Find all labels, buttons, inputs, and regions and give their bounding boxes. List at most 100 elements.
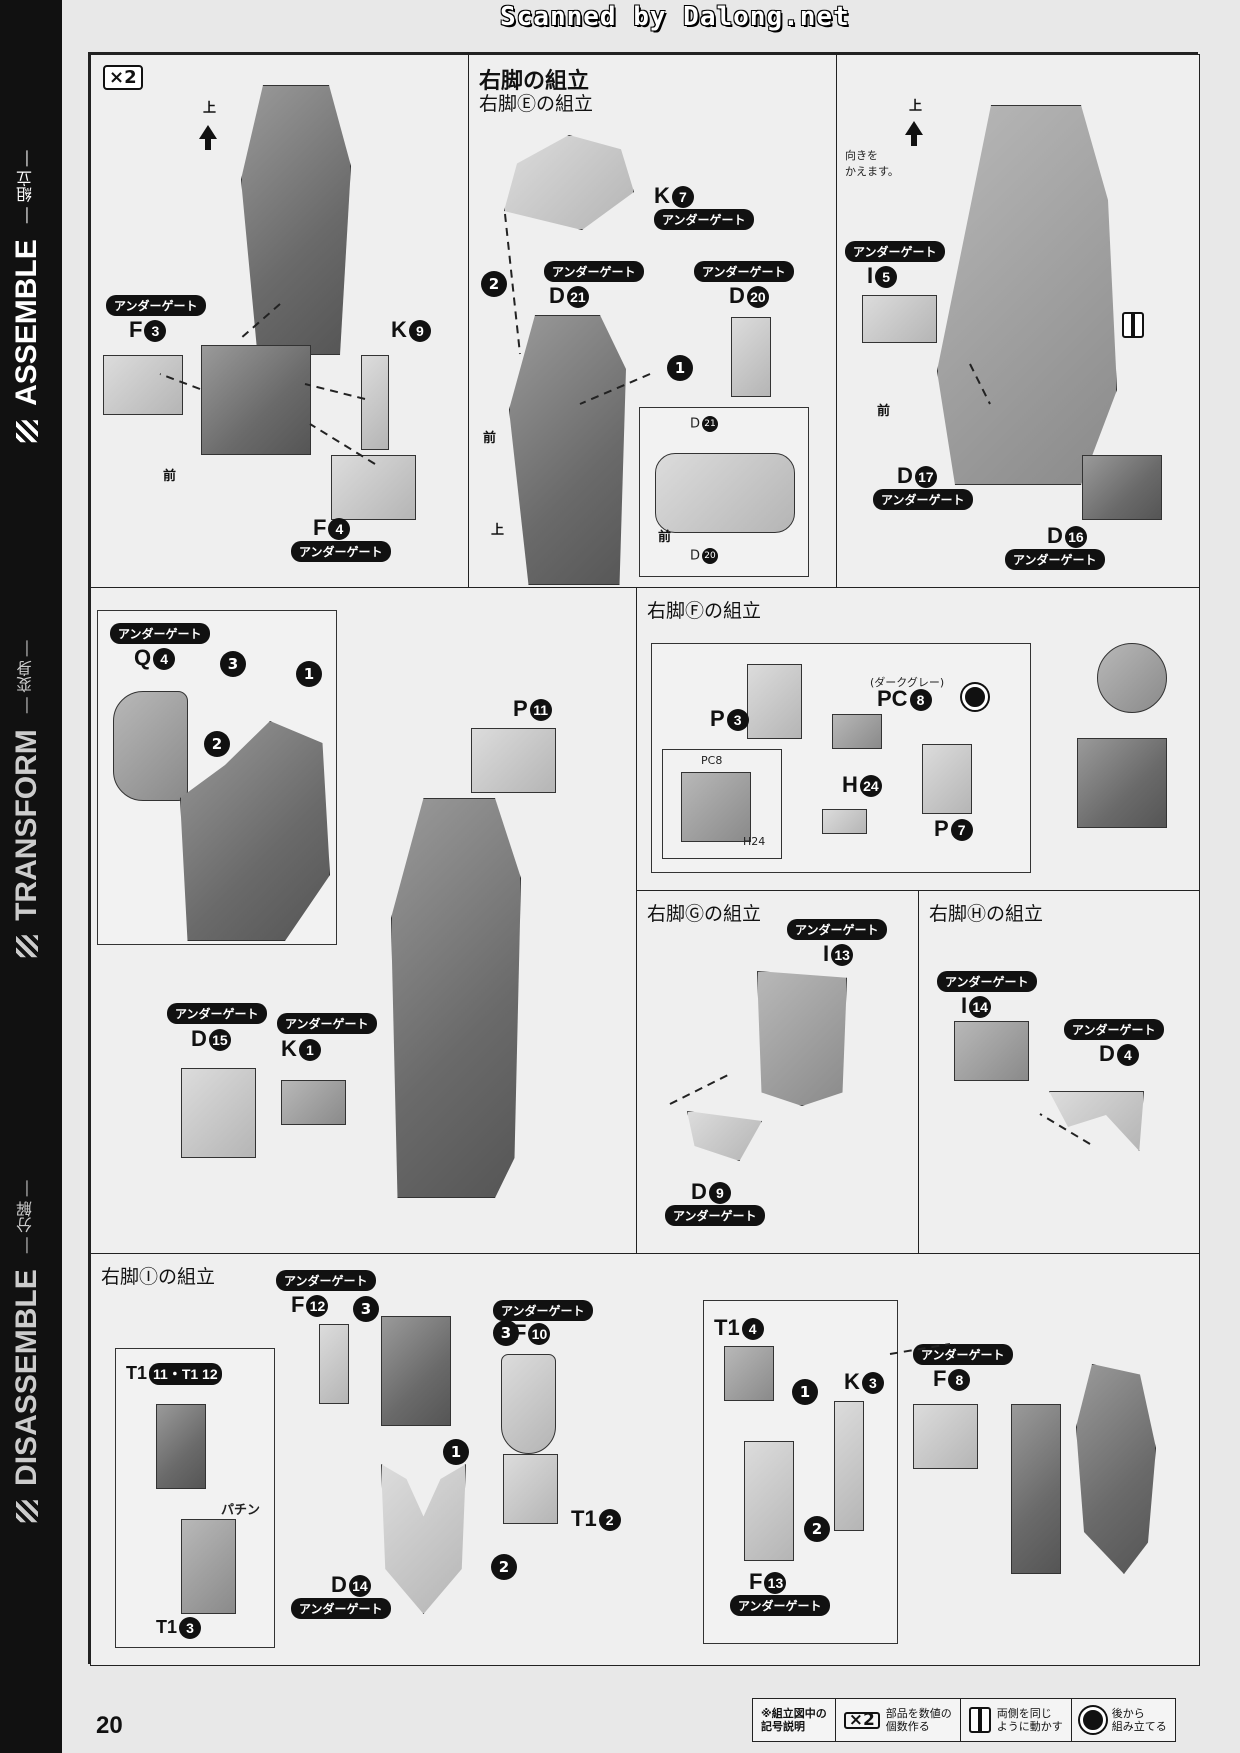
under-gate-badge: アンダーゲート (291, 541, 391, 562)
side-label-transform: TRANSFORM — 変身 — (10, 640, 44, 958)
part-f8 (913, 1404, 978, 1469)
legend-assemble-later: 後から 組み立てる (1070, 1699, 1175, 1741)
dark-gray-note: (ダークグレー) (870, 676, 945, 689)
part-i5 (862, 295, 937, 343)
part-f10 (501, 1354, 556, 1454)
inset-label-h24: H24 (743, 835, 766, 848)
under-gate-badge: アンダーゲート (787, 919, 887, 940)
step-2-marker: 2 (804, 1516, 830, 1542)
symbol-legend: ※組立図中の 記号説明 ×2 部品を数値の 個数作る 両側を同じ ように動かす … (752, 1698, 1176, 1742)
up-arrow-icon (905, 121, 923, 146)
step-3-marker: 3 (220, 651, 246, 677)
section-subtitle: 右脚Ⓖの組立 (647, 904, 762, 925)
part-t1-plate (156, 1404, 206, 1489)
stripes-icon (16, 935, 38, 958)
under-gate-badge: アンダーゲート (493, 1300, 593, 1321)
pc-detail-inset: PC8 H24 (662, 749, 782, 859)
under-gate-badge: アンダーゲート (106, 295, 206, 316)
part-i14 (954, 1021, 1029, 1081)
under-gate-badge: アンダーゲート (1005, 549, 1105, 570)
part-k9 (361, 355, 389, 450)
quantity-badge: ×2 (103, 65, 143, 90)
under-gate-badge: アンダーゲート (654, 209, 754, 230)
lower-leg-part (1011, 1404, 1061, 1574)
part-p3 (747, 664, 802, 739)
part-f3 (103, 355, 183, 415)
part-f12 (319, 1324, 349, 1404)
part-k1 (281, 1080, 346, 1125)
part-f13 (744, 1441, 794, 1561)
part-d9 (687, 1111, 762, 1161)
part-t1-4 (724, 1346, 774, 1401)
part-pc8 (832, 714, 882, 749)
up-label: 上 (909, 99, 923, 114)
part-d4 (1049, 1091, 1144, 1151)
part-d20 (731, 317, 771, 397)
legend-heading: ※組立図中の 記号説明 (761, 1707, 827, 1733)
part-d15 (181, 1068, 256, 1158)
under-gate-badge: アンダーゲート (730, 1595, 830, 1616)
step-1-marker: 1 (296, 661, 322, 687)
part-q4 (113, 691, 188, 801)
step-3-marker: 3 (353, 1296, 379, 1322)
under-gate-badge: アンダーゲート (665, 1205, 765, 1226)
part-f4 (331, 455, 416, 520)
up-label: 上 (491, 523, 505, 538)
front-label: 前 (658, 530, 672, 545)
ball-joint-part (1097, 643, 1167, 713)
under-gate-badge: アンダーゲート (167, 1003, 267, 1024)
step-1-marker: 1 (443, 1439, 469, 1465)
part-i13 (757, 971, 847, 1106)
quantity-icon: ×2 (843, 1711, 880, 1729)
shin-main-part (509, 315, 626, 585)
under-gate-badge: アンダーゲート (873, 489, 973, 510)
up-label: 上 (203, 101, 217, 116)
step-2-marker: 2 (491, 1554, 517, 1580)
step-3-marker: 3 (493, 1320, 519, 1346)
front-label: 前 (483, 431, 497, 446)
legend-quantity: ×2 部品を数値の 個数作る (834, 1699, 960, 1741)
leg-assembly-part (391, 798, 521, 1198)
part-d16 (1082, 455, 1162, 520)
section-subtitle: 右脚Ⓔの組立 (479, 94, 594, 115)
part-t1-2 (503, 1454, 558, 1524)
side-label-disassemble: DISASSEMBLE — 分解 — (10, 1180, 44, 1523)
joint-block-part (201, 345, 311, 455)
page-number: 20 (96, 1712, 123, 1739)
front-label: 前 (877, 404, 891, 419)
part-d14 (381, 1464, 466, 1614)
